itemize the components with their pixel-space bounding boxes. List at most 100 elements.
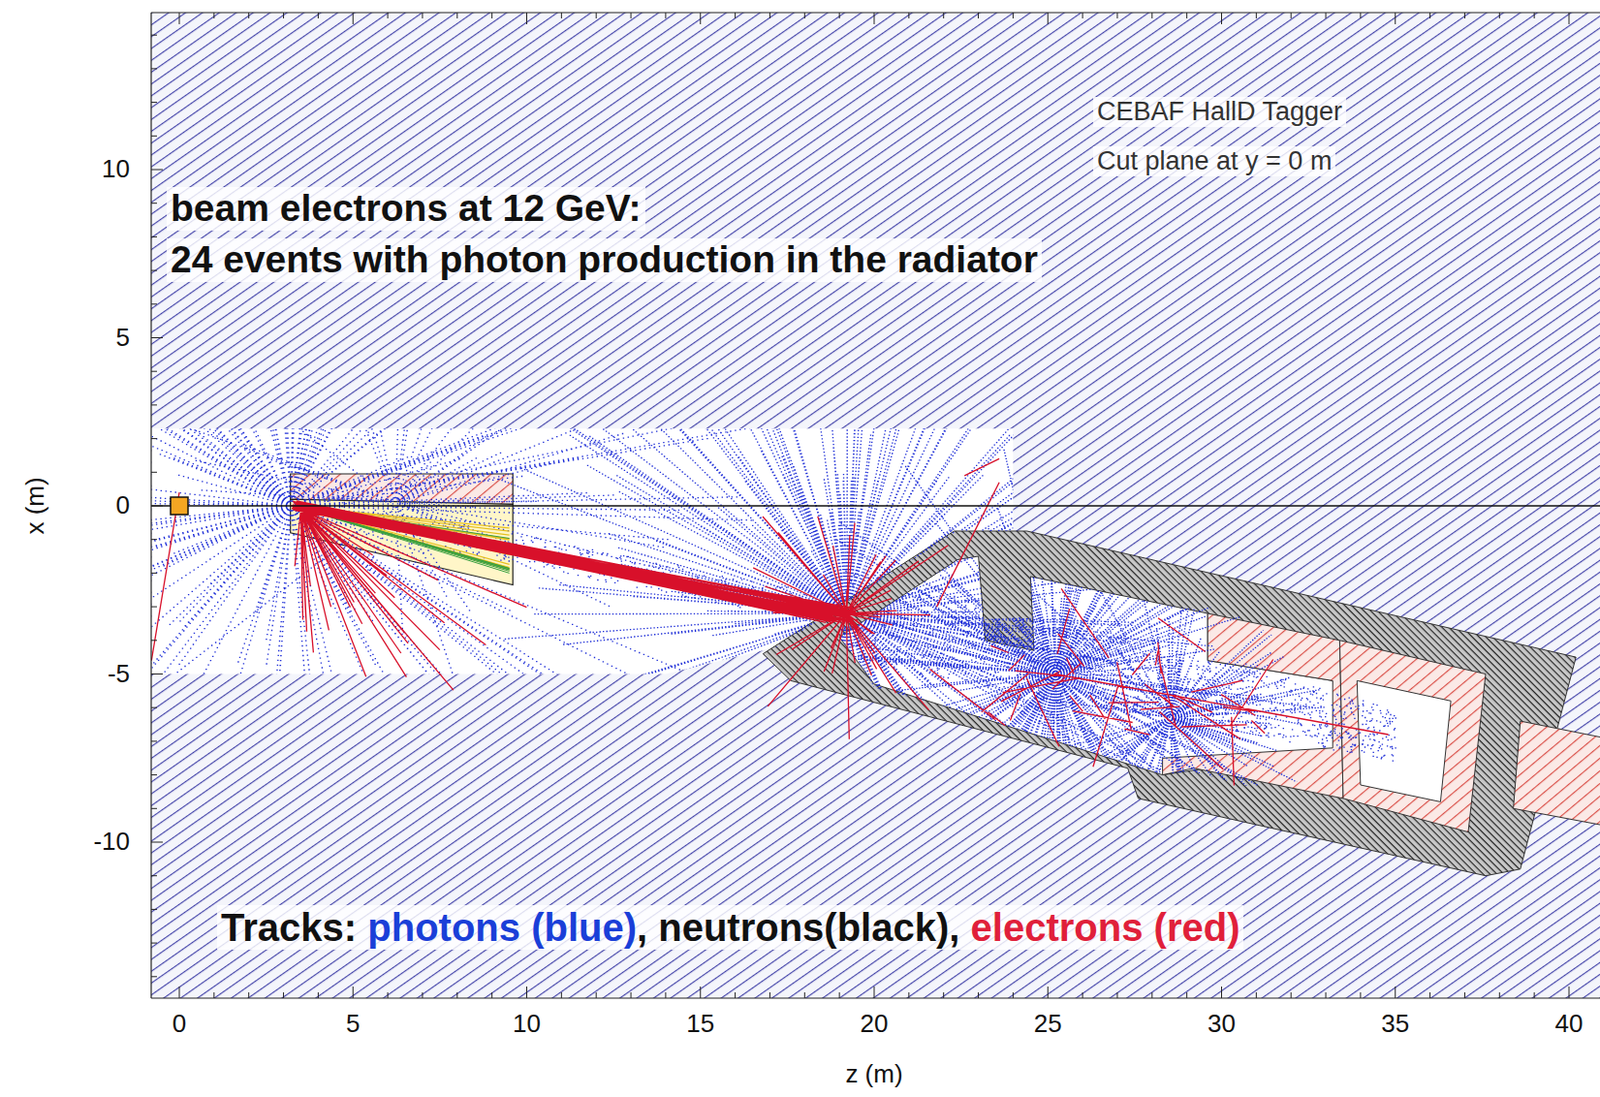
axis-tick — [151, 538, 157, 540]
tick-label: 40 — [1555, 1009, 1584, 1039]
tick-label: -5 — [107, 659, 130, 690]
axis-tick — [151, 909, 157, 910]
axis-tick — [596, 992, 597, 999]
axis-tick — [839, 992, 841, 999]
axis-tick — [248, 12, 250, 19]
axis-tick — [1568, 986, 1570, 999]
axis-tick — [282, 12, 284, 19]
axis-tick — [151, 842, 163, 844]
axis-tick — [596, 12, 597, 19]
frame — [150, 12, 152, 999]
tick-label: 20 — [860, 1009, 889, 1039]
tick-label: 0 — [116, 491, 130, 521]
tick-label: -10 — [93, 827, 130, 857]
axis-tick — [908, 12, 910, 19]
track-legend: Tracks:photons (blue), neutrons(black),e… — [217, 905, 1244, 950]
axis-tick — [421, 12, 423, 19]
axis-tick — [1082, 12, 1084, 19]
tick-label: 15 — [686, 1009, 715, 1039]
axis-tick — [213, 12, 215, 19]
axis-tick — [1255, 12, 1257, 19]
tick-label: 35 — [1380, 1009, 1410, 1039]
axis-tick — [151, 67, 157, 69]
axis-tick — [491, 12, 493, 19]
axis-tick — [1012, 12, 1014, 19]
axis-tick — [526, 12, 528, 25]
axis-tick — [387, 992, 389, 999]
axis-tick — [352, 12, 354, 25]
axis-tick — [151, 371, 157, 373]
axis-tick — [248, 992, 250, 999]
axis-tick — [1290, 992, 1292, 999]
axis-tick — [151, 740, 157, 742]
axis-tick — [151, 774, 157, 776]
axis-tick — [699, 986, 701, 999]
axis-tick — [179, 986, 181, 999]
axis-tick — [317, 12, 319, 19]
axis-tick — [804, 992, 806, 999]
tick-label: 10 — [512, 1009, 541, 1039]
axis-tick — [151, 101, 157, 103]
axis-tick — [213, 992, 215, 999]
axis-tick — [1359, 992, 1361, 999]
axis-tick — [352, 986, 354, 999]
axis-tick — [977, 992, 979, 999]
axis-tick — [151, 337, 163, 339]
axis-tick — [1082, 992, 1084, 999]
axis-tick — [1116, 12, 1118, 19]
axis-tick — [151, 975, 157, 977]
legend-text: electrons (red) — [971, 906, 1241, 949]
dump-core — [1356, 680, 1451, 802]
frame — [151, 997, 1600, 999]
photon-tracks — [151, 26, 1397, 961]
axis-tick — [151, 639, 157, 641]
axis-tick — [1534, 12, 1536, 19]
frame — [151, 11, 1600, 13]
axis-tick — [942, 12, 944, 19]
axis-tick — [908, 992, 910, 999]
axis-tick — [734, 12, 736, 19]
axis-tick — [630, 992, 632, 999]
axis-tick — [151, 505, 163, 507]
axis-tick — [630, 12, 632, 19]
axis-tick — [664, 992, 666, 999]
tick-label: 30 — [1207, 1009, 1236, 1039]
axis-tick — [1047, 12, 1049, 25]
axis-tick — [1499, 992, 1501, 999]
axis-tick — [561, 12, 563, 19]
axis-tick — [1221, 12, 1223, 25]
plot-heading: 24 events with photon production in the … — [166, 238, 1042, 283]
axis-tick — [769, 992, 771, 999]
axis-tick — [769, 12, 771, 19]
axis-tick — [151, 34, 157, 36]
axis-tick — [1568, 12, 1570, 25]
axis-tick — [699, 12, 701, 25]
axis-tick — [317, 992, 319, 999]
axis-tick — [977, 12, 979, 19]
axis-tick — [1464, 992, 1466, 999]
axis-tick — [1255, 992, 1257, 999]
axis-tick — [1290, 12, 1292, 19]
axis-tick — [151, 942, 157, 944]
axis-tick — [1186, 992, 1188, 999]
tick-label: 25 — [1034, 1009, 1063, 1039]
axis-tick — [151, 471, 157, 473]
legend-text: Tracks: — [220, 906, 357, 949]
axis-tick — [664, 12, 666, 19]
plot-caption: CEBAF HallD Tagger — [1093, 96, 1347, 127]
axis-tick — [151, 303, 157, 305]
axis-tick — [1151, 12, 1153, 19]
axis-tick — [1325, 12, 1327, 19]
axis-title: x (m) — [21, 476, 51, 534]
axis-tick — [421, 992, 423, 999]
axis-tick — [387, 12, 389, 19]
axis-tick — [1429, 12, 1431, 19]
dump-pipe — [1513, 721, 1600, 829]
axis-tick — [804, 12, 806, 19]
axis-tick — [179, 12, 181, 25]
axis-tick — [151, 169, 163, 171]
axis-tick — [1394, 12, 1396, 25]
axis-tick — [942, 992, 944, 999]
axis-tick — [1012, 992, 1014, 999]
axis-tick — [151, 707, 157, 709]
